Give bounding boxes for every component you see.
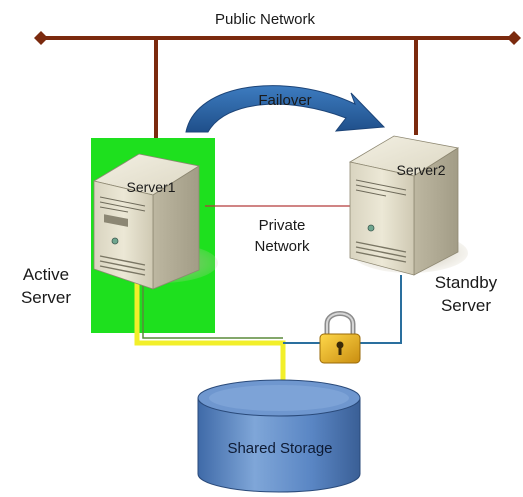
padlock-icon (319, 311, 361, 364)
active-server-label-line2: Server (21, 288, 71, 307)
failover-arrow-icon (185, 85, 386, 133)
public-network-label: Public Network (215, 11, 316, 28)
standby-server-label-line1: Standby (435, 273, 498, 292)
shared-storage-icon (197, 379, 361, 493)
active-storage-link (134, 283, 286, 390)
server2-icon (348, 135, 468, 276)
standby-server-label-line2: Server (441, 296, 491, 315)
bus-left-end-icon (34, 31, 48, 45)
server1-icon (92, 153, 218, 290)
public-network-bus (34, 31, 521, 145)
private-network-label-line1: Private (259, 217, 306, 234)
private-network-label-line2: Network (254, 238, 310, 255)
active-server-label-line1: Active (23, 265, 69, 284)
server1-label: Server1 (126, 179, 175, 195)
server2-label: Server2 (396, 162, 445, 178)
bus-right-end-icon (507, 31, 521, 45)
failover-label: Failover (258, 92, 311, 109)
standby-storage-link (283, 275, 402, 344)
shared-storage-label: Shared Storage (227, 440, 332, 457)
